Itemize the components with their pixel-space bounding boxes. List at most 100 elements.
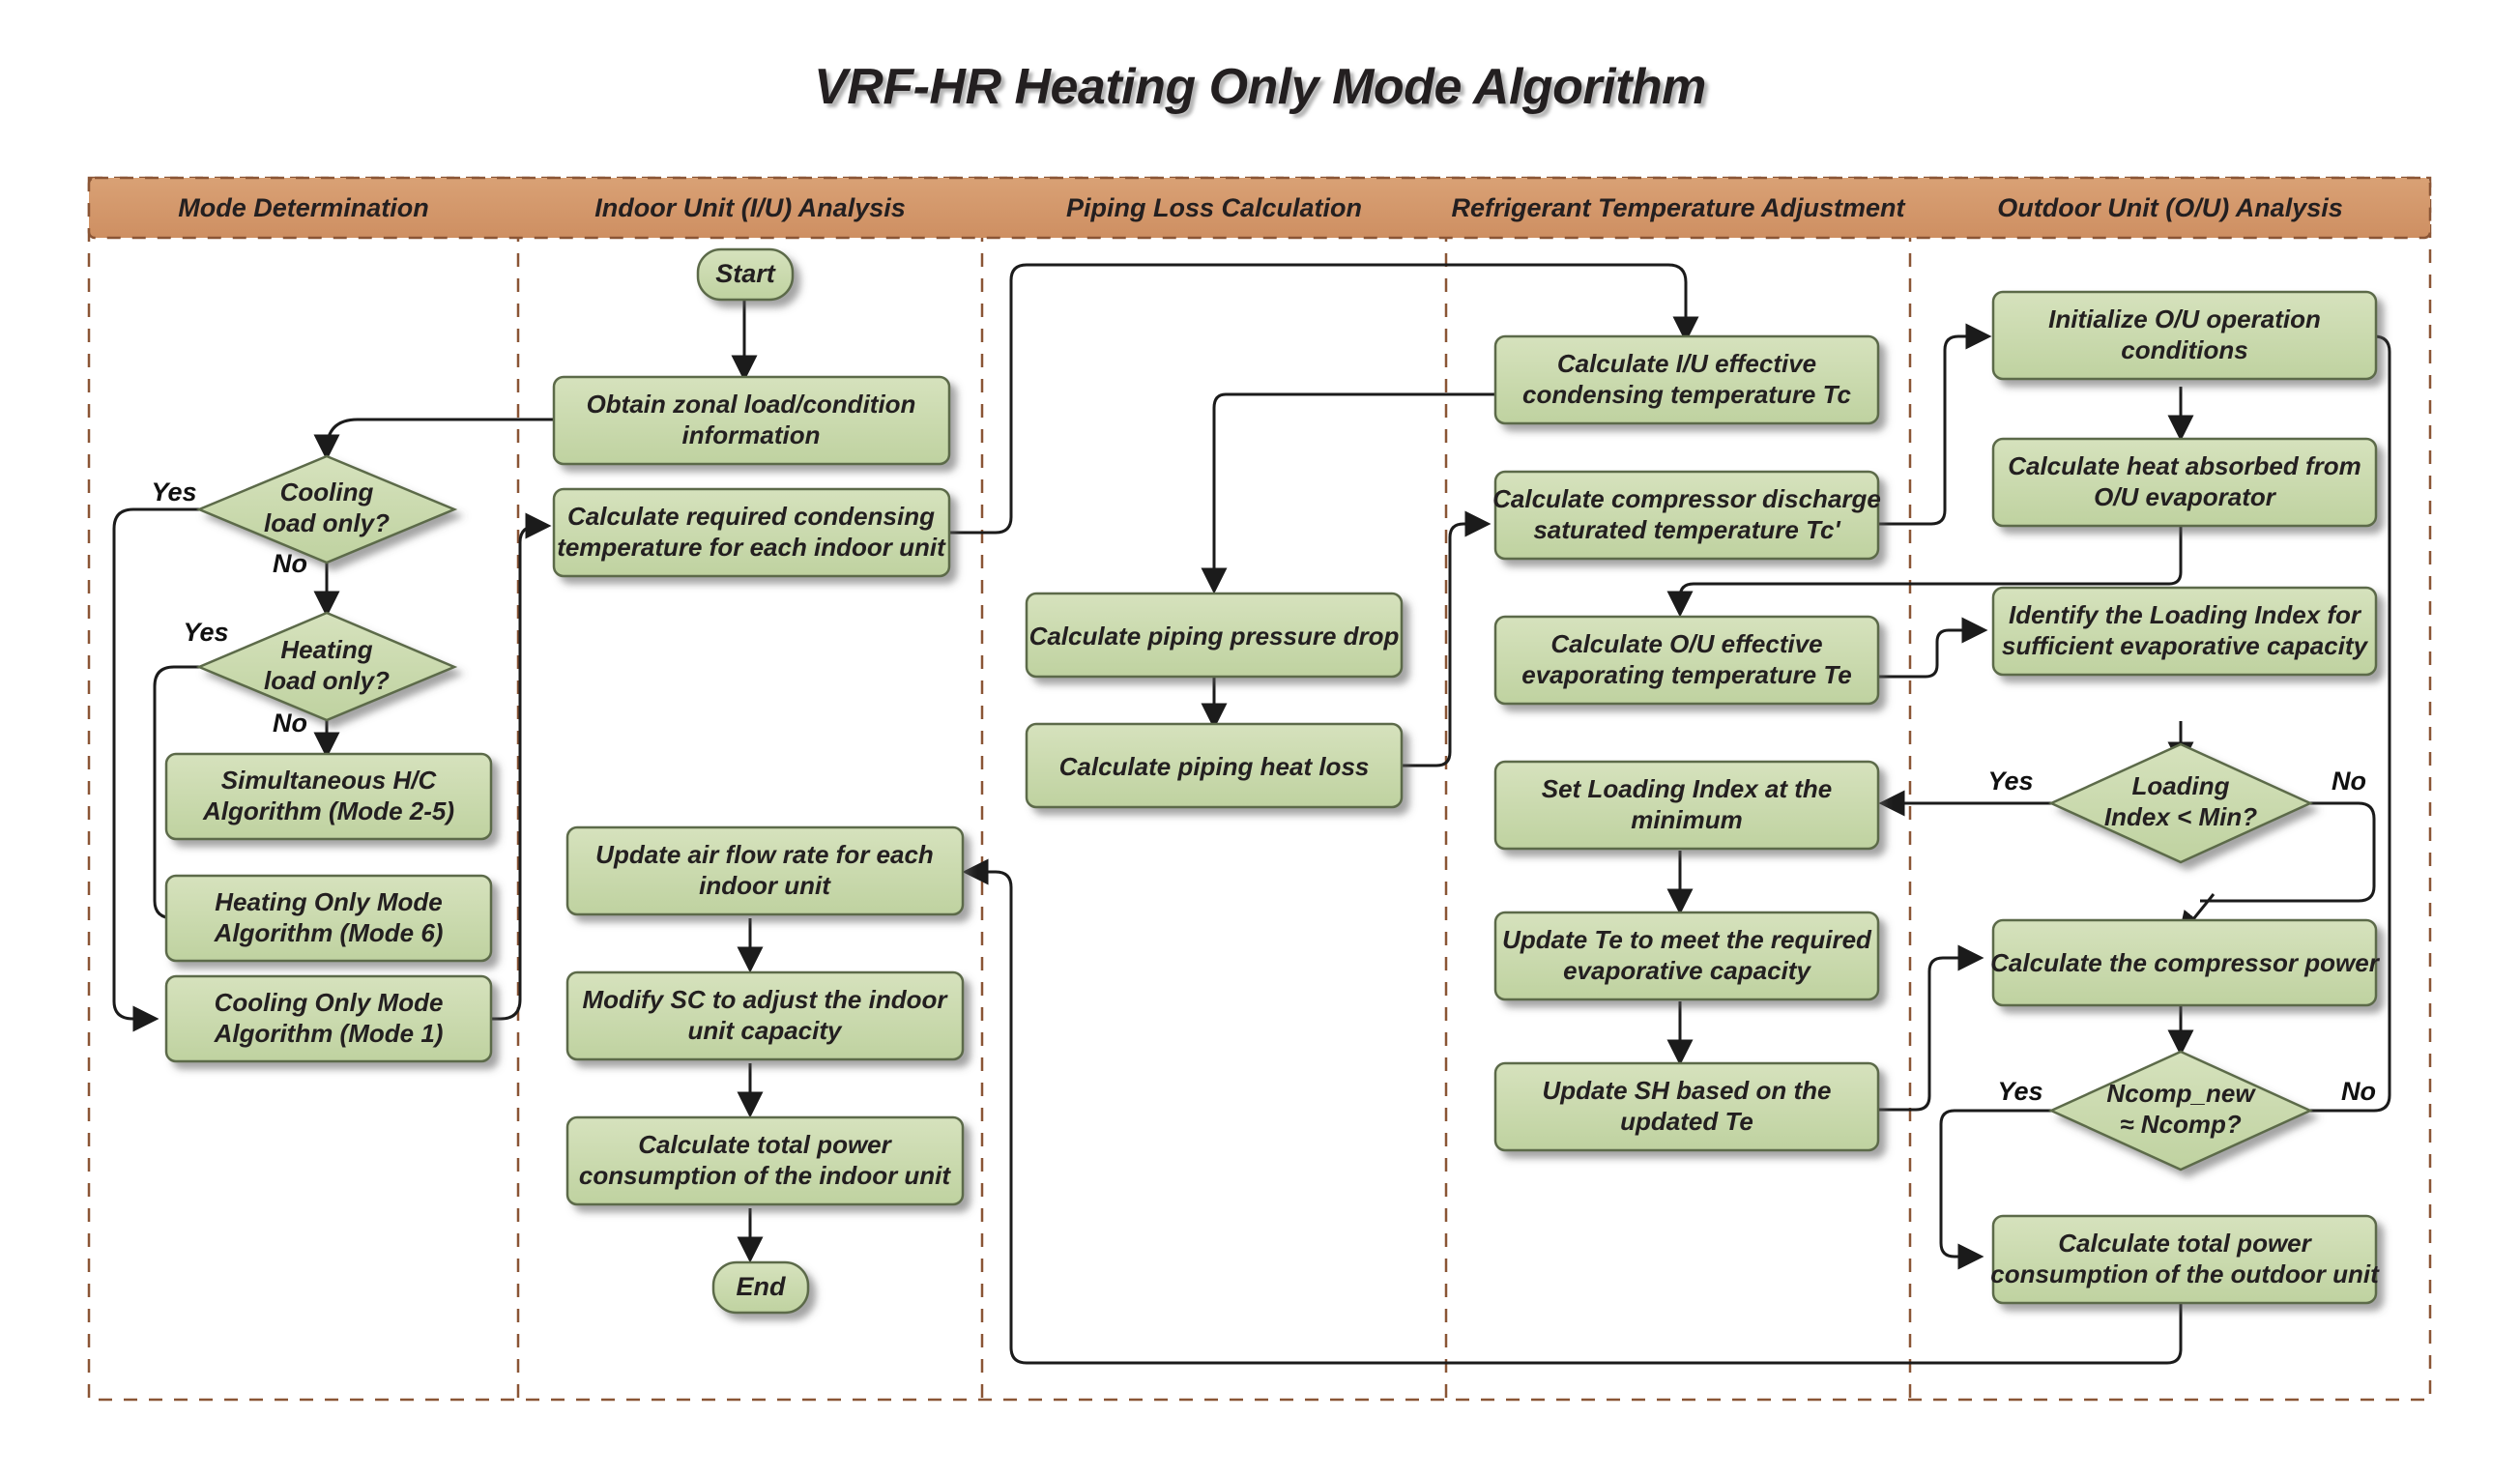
edge-pipeheat-to-comptc bbox=[1398, 510, 1492, 767]
node-identifyli-line2: sufficient evaporative capacity bbox=[2002, 631, 2369, 660]
node-coolonly-line1: Cooling Only Mode bbox=[215, 988, 444, 1017]
edge-label-cooling-no: No bbox=[273, 549, 307, 578]
node-compressor-power[interactable]: Calculate the compressor power bbox=[1990, 918, 2381, 1007]
node-pipeheat-label: Calculate piping heat loss bbox=[1059, 752, 1370, 781]
edge-labels: Yes No Yes No Yes No Yes No bbox=[151, 478, 2376, 1106]
node-identify-loading-index[interactable]: Identify the Loading Index for sufficien… bbox=[1991, 586, 2378, 677]
node-required-condensing-temp[interactable]: Calculate required condensing temperatur… bbox=[552, 487, 951, 578]
node-iutotal-line1: Calculate total power bbox=[638, 1130, 892, 1159]
node-modify-sc[interactable]: Modify SC to adjust the indoor unit capa… bbox=[565, 970, 965, 1061]
node-ncompq-line1: Ncomp_new bbox=[2106, 1079, 2256, 1108]
edge-ncomp-yes bbox=[1939, 1109, 2090, 1270]
node-obtain-line2: information bbox=[682, 420, 821, 449]
lane-header-piping: Piping Loss Calculation bbox=[1066, 193, 1362, 222]
node-updte-line2: evaporative capacity bbox=[1563, 956, 1811, 985]
node-piping-heat-loss[interactable]: Calculate piping heat loss bbox=[1025, 722, 1404, 809]
node-heating-line1: Heating bbox=[280, 635, 372, 664]
edge-ncomp-no bbox=[2272, 323, 2391, 1113]
node-comptc-line2: saturated temperature Tc' bbox=[1533, 515, 1840, 544]
node-loading-index-min-decision[interactable]: Loading Index < Min? Loading Index < Min… bbox=[2047, 742, 2314, 864]
node-compressor-discharge-tc[interactable]: Calculate compressor discharge saturated… bbox=[1492, 470, 1881, 561]
edge-li-no bbox=[2200, 801, 2376, 903]
node-modsc-line2: unit capacity bbox=[688, 1016, 843, 1045]
node-cooling-line2: load only? bbox=[264, 508, 390, 537]
node-comptc-line1: Calculate compressor discharge bbox=[1492, 484, 1881, 513]
node-updair-line2: indoor unit bbox=[699, 871, 831, 900]
lane-header-mode: Mode Determination bbox=[178, 193, 429, 222]
edge-cooling-yes bbox=[112, 507, 242, 1032]
edge-label-ncomp-yes: Yes bbox=[1997, 1077, 2042, 1106]
node-liminq-line1: Loading bbox=[2131, 771, 2229, 800]
lane-header-indoor: Indoor Unit (I/U) Analysis bbox=[594, 193, 906, 222]
node-end[interactable]: End bbox=[711, 1260, 810, 1315]
lane-frame bbox=[87, 176, 2432, 1402]
node-iutc-line2: condensing temperature Tc bbox=[1522, 380, 1852, 409]
connectors bbox=[112, 263, 2391, 1365]
node-set-loading-index-min[interactable]: Set Loading Index at the minimum Set Loa… bbox=[1493, 760, 1880, 851]
node-updte-line1: Update Te to meet the required bbox=[1502, 925, 1872, 954]
node-outotal-line1: Calculate total power bbox=[2058, 1229, 2312, 1258]
node-update-air-flow[interactable]: Update air flow rate for each indoor uni… bbox=[565, 825, 965, 916]
node-obtain-line1: Obtain zonal load/condition bbox=[587, 390, 916, 419]
node-simultaneous-hc[interactable]: Simultaneous H/C Algorithm (Mode 2-5) Si… bbox=[164, 752, 493, 841]
lane-header-refrig: Refrigerant Temperature Adjustment bbox=[1451, 193, 1905, 222]
node-simhc-line1: Simultaneous H/C bbox=[221, 766, 438, 795]
node-ou-total-power[interactable]: Calculate total power consumption of the… bbox=[1990, 1214, 2380, 1305]
node-initou-line2: conditions bbox=[2121, 335, 2247, 364]
node-setli-line2: minimum bbox=[1631, 805, 1743, 834]
edge-updsh-to-comppower bbox=[1878, 944, 1984, 1112]
node-update-sh[interactable]: Update SH based on the updated Te Update… bbox=[1493, 1061, 1880, 1152]
edge-comptc-to-initou bbox=[1878, 323, 1992, 526]
edge-heatabs-to-oute bbox=[1666, 520, 2183, 618]
node-initou-line1: Initialize O/U operation bbox=[2048, 304, 2321, 333]
node-start[interactable]: Start bbox=[696, 247, 795, 302]
edge-label-heating-yes: Yes bbox=[183, 618, 228, 647]
node-updair-line1: Update air flow rate for each bbox=[595, 840, 934, 869]
node-reqcond-line1: Calculate required condensing bbox=[567, 502, 935, 531]
node-updsh-line2: updated Te bbox=[1620, 1107, 1753, 1136]
edge-obtain-to-cooling bbox=[313, 418, 554, 461]
node-heating-only-mode[interactable]: Heating Only Mode Algorithm (Mode 6) Hea… bbox=[164, 874, 493, 963]
node-heatabs-line1: Calculate heat absorbed from bbox=[2008, 451, 2361, 480]
edge-mode-to-req-cond bbox=[491, 512, 552, 1021]
node-iu-total-power[interactable]: Calculate total power consumption of the… bbox=[565, 1115, 965, 1206]
node-heating-load-only[interactable]: Heating load only? Heating load only? bbox=[195, 611, 458, 722]
node-update-te[interactable]: Update Te to meet the required evaporati… bbox=[1493, 911, 1880, 1001]
node-comppower-label: Calculate the compressor power bbox=[1990, 948, 2381, 977]
edge-label-cooling-yes: Yes bbox=[151, 478, 196, 506]
page-title: VRF-HR Heating Only Mode Algorithm bbox=[814, 59, 1706, 115]
node-heatonly-line1: Heating Only Mode bbox=[215, 887, 442, 916]
node-simhc-line2: Algorithm (Mode 2-5) bbox=[202, 796, 454, 825]
node-heatabs-line2: O/U evaporator bbox=[2094, 482, 2277, 511]
node-iutc-line1: Calculate I/U effective bbox=[1557, 349, 1816, 378]
node-pipedrop-label: Calculate piping pressure drop bbox=[1029, 622, 1400, 651]
node-heat-absorbed[interactable]: Calculate heat absorbed from O/U evapora… bbox=[1991, 437, 2378, 528]
node-heating-line2: load only? bbox=[264, 666, 390, 695]
edge-label-heating-no: No bbox=[273, 709, 307, 738]
node-cooling-only-mode[interactable]: Cooling Only Mode Algorithm (Mode 1) Coo… bbox=[164, 974, 493, 1063]
edge-label-li-no: No bbox=[2332, 767, 2366, 796]
node-ou-effective-te[interactable]: Calculate O/U effective evaporating temp… bbox=[1493, 615, 1880, 706]
node-coolonly-line2: Algorithm (Mode 1) bbox=[214, 1019, 444, 1048]
node-ncompq-line2: ≈ Ncomp? bbox=[2120, 1110, 2242, 1139]
node-ncomp-decision[interactable]: Ncomp_new ≈ Ncomp? Ncomp_new ≈ Ncomp? bbox=[2047, 1050, 2314, 1172]
node-obtain-zonal-load[interactable]: Obtain zonal load/condition information … bbox=[552, 375, 951, 466]
node-iu-effective-tc[interactable]: Calculate I/U effective condensing tempe… bbox=[1493, 334, 1880, 425]
node-identifyli-line1: Identify the Loading Index for bbox=[2009, 600, 2362, 629]
lane-header-band: Mode Determination Indoor Unit (I/U) Ana… bbox=[87, 176, 2432, 240]
node-start-label: Start bbox=[715, 259, 776, 288]
node-piping-pressure-drop[interactable]: Calculate piping pressure drop bbox=[1025, 592, 1404, 679]
node-reqcond-line2: temperature for each indoor unit bbox=[557, 533, 946, 562]
node-iutotal-line2: consumption of the indoor unit bbox=[579, 1161, 952, 1190]
node-cooling-load-only[interactable]: Cooling load only? Cooling load only? bbox=[195, 454, 458, 564]
node-modsc-line1: Modify SC to adjust the indoor bbox=[583, 985, 949, 1014]
lane-header-outdoor: Outdoor Unit (O/U) Analysis bbox=[1997, 193, 2343, 222]
node-heatonly-line2: Algorithm (Mode 6) bbox=[214, 918, 444, 947]
node-oute-line2: evaporating temperature Te bbox=[1521, 660, 1851, 689]
edge-reqcond-to-iutc bbox=[949, 263, 1699, 535]
edge-iutc-to-pipedrop bbox=[1201, 392, 1501, 594]
node-initialize-ou[interactable]: Initialize O/U operation conditions Init… bbox=[1991, 290, 2378, 381]
edge-label-li-yes: Yes bbox=[1987, 767, 2033, 796]
